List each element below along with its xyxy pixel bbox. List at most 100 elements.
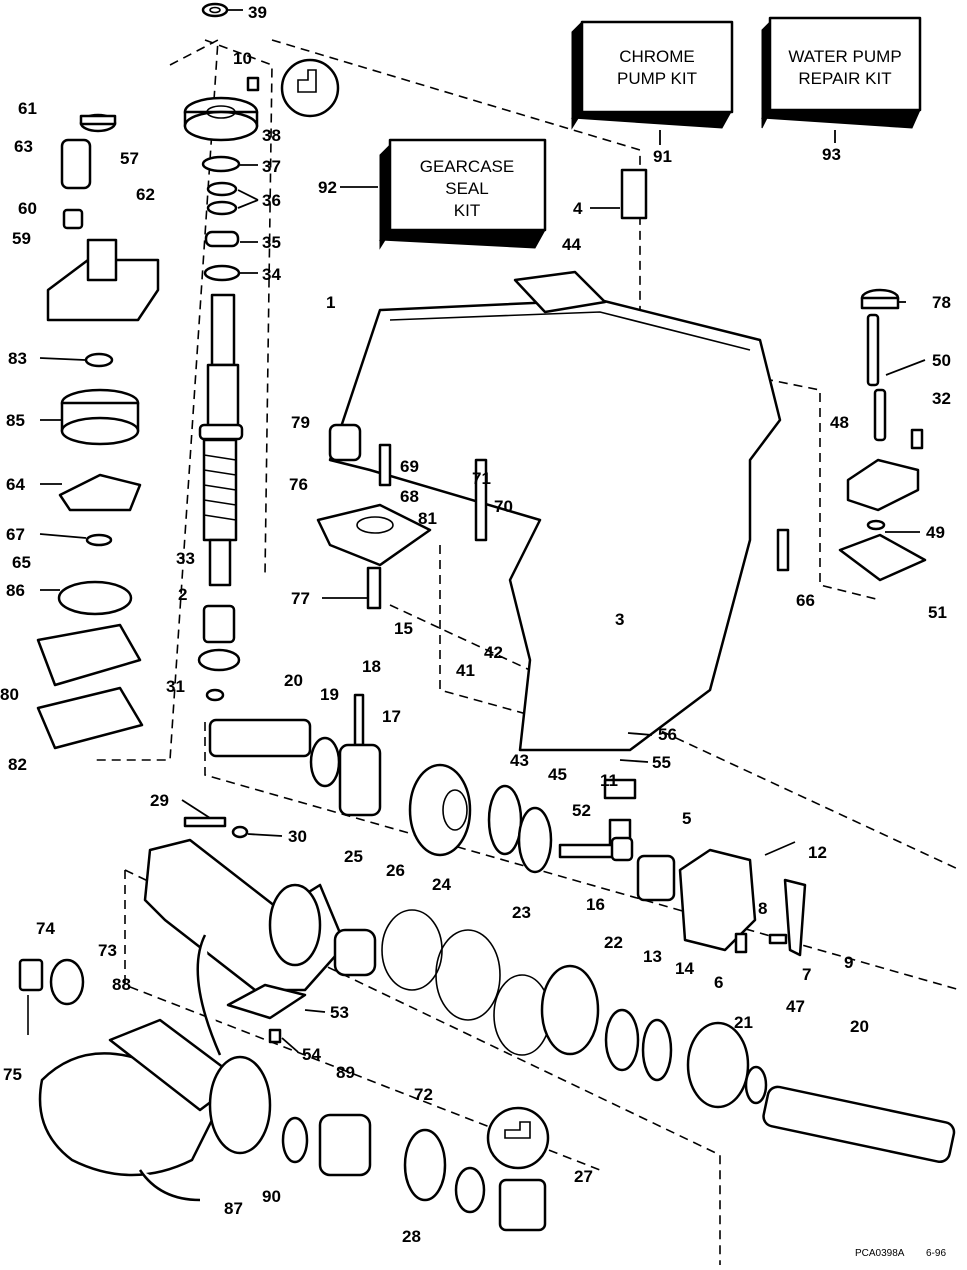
callout-42: 42 xyxy=(484,643,503,662)
callout-28: 28 xyxy=(402,1227,421,1246)
callout-24: 24 xyxy=(432,875,451,894)
callout-29: 29 xyxy=(150,791,169,810)
propshaft-parts xyxy=(208,693,807,957)
callout-1: 1 xyxy=(326,293,335,312)
kit-gearcase-seal: GEARCASE SEAL KIT xyxy=(378,138,547,250)
callout-92: 92 xyxy=(318,178,337,197)
shim-icon-top xyxy=(280,58,340,118)
shim-icon-bottom xyxy=(486,1106,550,1170)
callout-18: 18 xyxy=(362,657,381,676)
callout-79: 79 xyxy=(291,413,310,432)
callout-77: 77 xyxy=(291,589,310,608)
gearcase-housing xyxy=(316,168,782,752)
callout-90: 90 xyxy=(262,1187,281,1206)
callout-16: 16 xyxy=(586,895,605,914)
callout-32: 32 xyxy=(932,389,951,408)
callout-64: 64 xyxy=(6,475,25,494)
callout-74: 74 xyxy=(36,919,55,938)
kit-chrome-pump: CHROME PUMP KIT xyxy=(570,20,734,130)
callout-26: 26 xyxy=(386,861,405,880)
callout-19: 19 xyxy=(320,685,339,704)
callout-91: 91 xyxy=(653,147,672,166)
callout-89: 89 xyxy=(336,1063,355,1082)
callout-23: 23 xyxy=(512,903,531,922)
propeller-parts xyxy=(18,934,547,1232)
callout-55: 55 xyxy=(652,753,671,772)
callout-10: 10 xyxy=(233,49,252,68)
callout-44: 44 xyxy=(562,235,581,254)
callout-5: 5 xyxy=(682,809,691,828)
callout-81: 81 xyxy=(418,509,437,528)
callout-20: 20 xyxy=(284,671,303,690)
callout-27: 27 xyxy=(574,1167,593,1186)
callout-85: 85 xyxy=(6,411,25,430)
callout-50: 50 xyxy=(932,351,951,370)
kit-water-line1: WATER PUMP xyxy=(788,47,901,66)
bearing-housing xyxy=(143,816,956,1164)
driveshaft-stack xyxy=(183,2,260,702)
callout-9: 9 xyxy=(844,953,853,972)
callout-38: 38 xyxy=(262,126,281,145)
kit-gearcase-line3: KIT xyxy=(454,201,480,220)
water-pump-stack xyxy=(36,113,160,750)
diagram-code: PCA0398A xyxy=(855,1248,905,1259)
kit-chrome-line2: PUMP KIT xyxy=(617,69,697,88)
kit-gearcase-line1: GEARCASE xyxy=(420,157,514,176)
callout-83: 83 xyxy=(8,349,27,368)
callout-72: 72 xyxy=(414,1085,433,1104)
callout-52: 52 xyxy=(572,801,591,820)
callout-35: 35 xyxy=(262,233,281,252)
kit-chrome-line1: CHROME xyxy=(619,47,695,66)
callout-12: 12 xyxy=(808,843,827,862)
callout-37: 37 xyxy=(262,157,281,176)
callout-67: 67 xyxy=(6,525,25,544)
right-parts xyxy=(776,288,927,582)
callout-65: 65 xyxy=(12,553,31,572)
callout-66: 66 xyxy=(796,591,815,610)
callout-75: 75 xyxy=(3,1065,22,1084)
callout-49: 49 xyxy=(926,523,945,542)
callout-8: 8 xyxy=(758,899,767,918)
callout-6: 6 xyxy=(714,973,723,992)
callout-60: 60 xyxy=(18,199,37,218)
callout-59: 59 xyxy=(12,229,31,248)
callout-51: 51 xyxy=(928,603,947,622)
callout-11: 11 xyxy=(600,771,618,790)
callout-73: 73 xyxy=(98,941,117,960)
callout-4: 4 xyxy=(573,199,583,218)
callout-82: 82 xyxy=(8,755,27,774)
callout-80: 80 xyxy=(0,685,19,704)
callout-88: 88 xyxy=(112,975,131,994)
callout-69: 69 xyxy=(400,457,419,476)
callout-20b: 20 xyxy=(850,1017,869,1036)
callout-63: 63 xyxy=(14,137,33,156)
callouts: 39 10 38 37 36 35 34 33 61 57 63 62 60 5… xyxy=(0,3,951,1246)
kit-water-line2: REPAIR KIT xyxy=(798,69,891,88)
callout-78: 78 xyxy=(932,293,951,312)
callout-36: 36 xyxy=(262,191,281,210)
callout-34: 34 xyxy=(262,265,281,284)
callout-47: 47 xyxy=(786,997,805,1016)
callout-70: 70 xyxy=(494,497,513,516)
callout-87: 87 xyxy=(224,1199,243,1218)
callout-45: 45 xyxy=(548,765,567,784)
callout-14: 14 xyxy=(675,959,694,978)
callout-13: 13 xyxy=(643,947,662,966)
callout-76: 76 xyxy=(289,475,308,494)
callout-15: 15 xyxy=(394,619,413,638)
callout-41: 41 xyxy=(456,661,475,680)
callout-57: 57 xyxy=(120,149,139,168)
callout-62: 62 xyxy=(136,185,155,204)
callout-53: 53 xyxy=(330,1003,349,1022)
leader-lines xyxy=(39,164,926,1053)
callout-48: 48 xyxy=(830,413,849,432)
callout-39: 39 xyxy=(248,3,267,22)
callout-17: 17 xyxy=(382,707,401,726)
callout-7: 7 xyxy=(802,965,811,984)
callout-33: 33 xyxy=(176,549,195,568)
callout-54: 54 xyxy=(302,1045,321,1064)
callout-30: 30 xyxy=(288,827,307,846)
callout-71: 71 xyxy=(472,469,491,488)
callout-56: 56 xyxy=(658,725,677,744)
